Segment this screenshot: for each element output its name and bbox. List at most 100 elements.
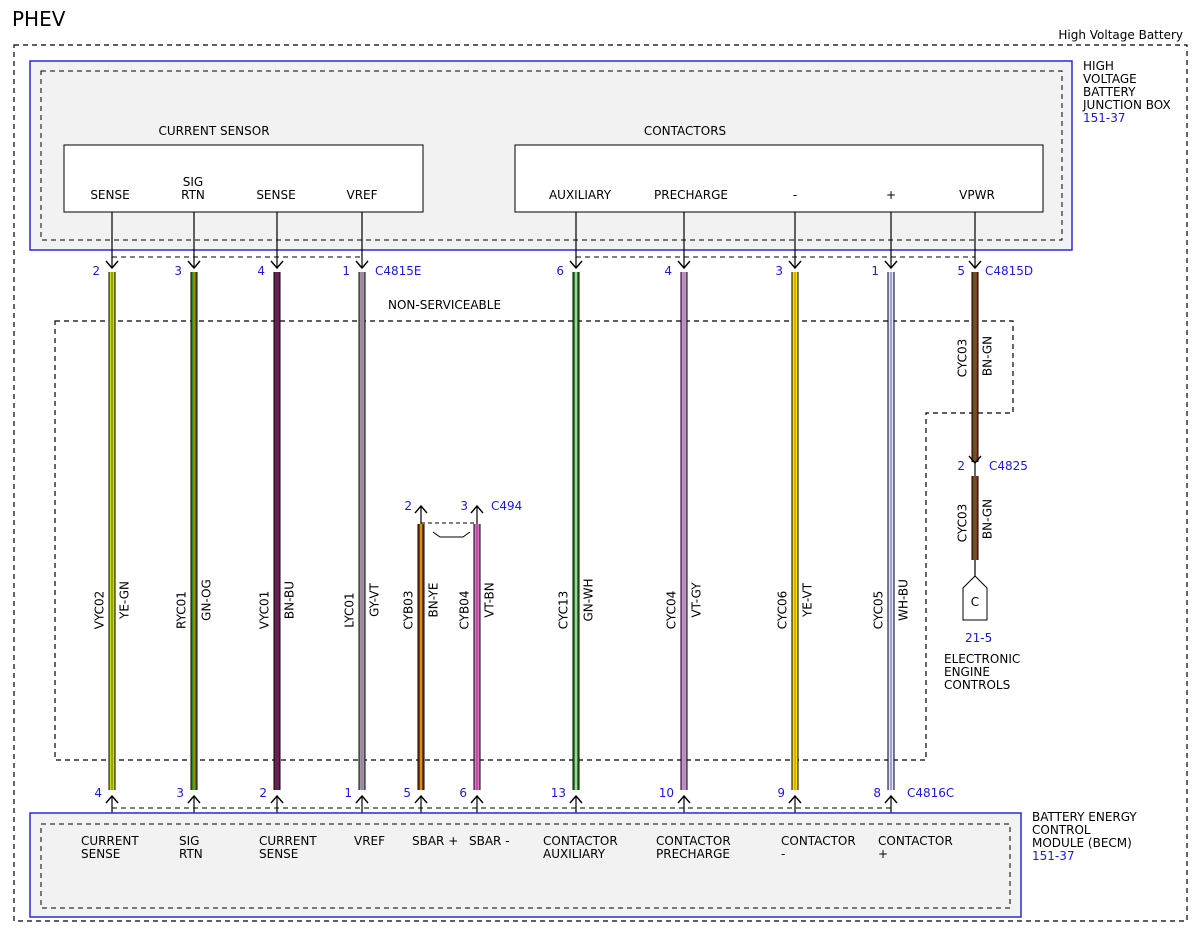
contactor-pin-label: + <box>886 188 896 202</box>
bottom-pin-number: 10 <box>659 786 674 800</box>
top-pin-number: 6 <box>556 264 564 278</box>
current-sensor-pin-label: SIG <box>183 175 203 189</box>
wire-circuit-label: CYB04 <box>458 591 472 630</box>
becm-pin-label: - <box>781 847 785 861</box>
becm-name: BATTERY ENERGY CONTROL MODULE (BECM) <box>1032 810 1141 850</box>
frame-label: High Voltage Battery <box>1058 28 1183 42</box>
wire-circuit-label: CYC06 <box>776 591 790 630</box>
becm-pin-label: SBAR - <box>469 834 510 848</box>
current-sensor-pin-label: VREF <box>346 188 377 202</box>
connector-pin-arrow <box>788 260 802 270</box>
wire-cyc04: 4 10 CYC04 VT-GY <box>659 212 704 836</box>
eec-connector-symbol: C <box>971 595 979 609</box>
wire-circuit-label: CYC03 <box>956 339 970 378</box>
current-sensor-title: CURRENT SENSOR <box>158 124 269 138</box>
wire-color-label: GN-WH <box>582 578 596 621</box>
contactor-pin-label: VPWR <box>959 188 995 202</box>
wire-circuit-label: CYC04 <box>665 591 679 630</box>
connector-c4815d: C4815D <box>985 264 1033 278</box>
contactor-pin-label: - <box>793 188 797 202</box>
electronic-engine-controls: C 21-5 ELECTRONIC ENGINE CONTROLS <box>944 575 1020 692</box>
becm-ref: 151-37 <box>1032 849 1075 863</box>
wire-color-label: BN-BU <box>283 581 297 619</box>
top-pin-number: 2 <box>92 264 100 278</box>
top-pin-number: 5 <box>957 264 965 278</box>
wire-color-label: WH-BU <box>897 579 911 621</box>
becm-pin-label: CONTACTOR <box>656 834 731 848</box>
top-pin-number: 1 <box>871 264 879 278</box>
current-sensor-pin-label: SENSE <box>256 188 295 202</box>
connector-pin-arrow <box>270 260 284 270</box>
wire-color-label: BN-GN <box>981 499 995 539</box>
page-title: PHEV <box>12 7 66 31</box>
wire-color-label: YE-VT <box>801 582 815 618</box>
wire-circuit-label: VYC01 <box>258 591 272 630</box>
inline-connector-arrow <box>968 455 982 465</box>
high-voltage-battery-frame <box>13 44 1188 922</box>
top-pin-number: 4 <box>664 264 672 278</box>
bottom-pin-number: 2 <box>259 786 267 800</box>
contactors-title: CONTACTORS <box>644 124 726 138</box>
current-sensor-pin-label: RTN <box>181 188 205 202</box>
bottom-pin-number: 5 <box>403 786 411 800</box>
becm-outline <box>29 812 1022 918</box>
wire-vyc01: 4 2 VYC01 BN-BU <box>257 212 297 836</box>
junction-box-ref: 151-37 <box>1083 111 1126 125</box>
bottom-pin-number: 13 <box>551 786 566 800</box>
wire-color-label: YE-GN <box>118 581 132 620</box>
wire-color-label: BN-YE <box>427 582 441 617</box>
connector-pin-arrow <box>968 260 982 270</box>
becm-pin-label: RTN <box>179 847 203 861</box>
connector-pin-arrow <box>884 260 898 270</box>
top-pin-number: 3 <box>460 499 468 513</box>
top-pin-number: 4 <box>257 264 265 278</box>
becm-module: BATTERY ENERGY CONTROL MODULE (BECM) 151… <box>29 810 1141 918</box>
eec-connector-shape <box>962 575 988 621</box>
bottom-pin-number: 6 <box>459 786 467 800</box>
becm-pin-label: PRECHARGE <box>656 847 730 861</box>
connector-pin-arrow <box>569 260 583 270</box>
connector-pin-arrow <box>105 260 119 270</box>
becm-pin-label: SIG <box>179 834 199 848</box>
connector-c4825: C4825 <box>989 459 1028 473</box>
junction-box-inner-boundary <box>40 70 1063 241</box>
wire-color-label: VT-GY <box>690 582 704 618</box>
junction-box: HIGH VOLTAGE BATTERY JUNCTION BOX 151-37… <box>29 59 1171 251</box>
becm-inner-boundary <box>40 823 1011 909</box>
top-pin-number: 3 <box>775 264 783 278</box>
wire-cyb03: 2 5 CYB03 BN-YE <box>402 499 441 836</box>
contactors-box <box>514 144 1044 213</box>
non-serviceable-boundary <box>54 320 1014 761</box>
becm-pin-label: CONTACTOR <box>878 834 953 848</box>
top-pin-number: 2 <box>404 499 412 513</box>
bottom-pin-number: 1 <box>344 786 352 800</box>
top-pin-number: 1 <box>342 264 350 278</box>
top-pin-number: 3 <box>174 264 182 278</box>
wire-circuit-label: CYC13 <box>557 591 571 630</box>
inline-pin-number: 2 <box>957 459 965 473</box>
bottom-pin-number: 9 <box>777 786 785 800</box>
becm-pin-label: CURRENT <box>81 834 139 848</box>
contactor-pin-label: PRECHARGE <box>654 188 728 202</box>
wire-circuit-label: VYC02 <box>93 591 107 630</box>
wire-circuit-label: CYB03 <box>402 591 416 630</box>
non-serviceable-label: NON-SERVICEABLE <box>388 298 501 312</box>
becm-pin-label: VREF <box>354 834 385 848</box>
connector-c494: C494 <box>491 499 522 513</box>
wire-circuit-label: RYC01 <box>175 591 189 629</box>
becm-pin-label: SBAR + <box>412 834 458 848</box>
becm-pin-label: SENSE <box>259 847 298 861</box>
current-sensor-box <box>63 144 424 213</box>
becm-pin-label: AUXILIARY <box>543 847 606 861</box>
eec-ref: 21-5 <box>965 631 992 645</box>
